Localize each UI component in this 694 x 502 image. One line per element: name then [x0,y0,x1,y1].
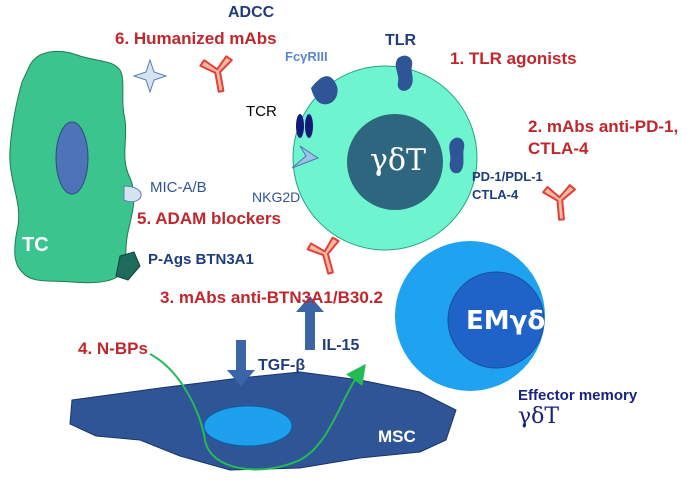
label-tgf-beta: TGF-β [258,357,306,374]
label-adcc: ADCC [228,4,275,21]
label-tlr: TLR [385,32,417,49]
label-fcgriii: FcγRIII [285,49,328,64]
label-il15: IL-15 [322,337,360,354]
label-tc: TC [22,234,49,256]
em-nucleus [447,271,545,369]
msc-nucleus [203,405,293,447]
label-tlr-agonists: 1. TLR agonists [450,49,577,68]
label-em-gd-t: EMγδT [466,306,563,336]
nkg2d-receptor-icon [291,145,320,169]
tcr-receptor-icon-2 [305,114,313,138]
tcr-receptor-icon [296,114,304,138]
label-tcr: TCR [246,103,277,120]
up-arrow-icon [296,296,324,350]
label-gd-t-2: γδT [518,404,560,429]
label-humanized-mabs: 6. Humanized mAbs [115,29,277,48]
pd1-receptor-icon [449,137,465,174]
tlr-receptor-icon [395,55,413,91]
antibody-icon-btn3a1 [305,235,348,279]
gd-t-nucleus [347,114,443,210]
label-gd-t: γδT [370,143,427,178]
btn3a1-receptor [115,251,141,281]
mic-ligand [123,185,142,203]
label-pags-btn3a1: P-Ags BTN3A1 [148,251,254,268]
down-arrow-icon [227,340,255,386]
label-nbps: 4. N-BPs [78,339,148,358]
label-nkg2d: NKG2D [252,189,301,205]
tc-nucleus [55,121,89,195]
label-anti-btn3a1: 3. mAbs anti-BTN3A1/B30.2 [160,288,383,307]
label-ctla4-blue: CTLA-4 [472,187,519,202]
label-ctla4-red: CTLA-4 [528,139,589,158]
curved-arrow-icon [149,353,366,471]
antibody-icon-humanized [198,54,238,96]
label-pd1-pdl1: PD-1/PDL-1 [472,169,543,184]
label-effector-memory: Effector memory [518,387,638,404]
label-mic-ab: MIC-A/B [150,179,207,196]
antibody-icon-pd1 [541,183,579,222]
label-msc: MSC [378,427,416,446]
label-anti-pd1: 2. mAbs anti-PD-1, [528,117,679,136]
label-adam-blockers: 5. ADAM blockers [137,209,281,228]
star-ligand-icon [132,58,168,94]
fcgr-receptor-icon [311,76,338,105]
